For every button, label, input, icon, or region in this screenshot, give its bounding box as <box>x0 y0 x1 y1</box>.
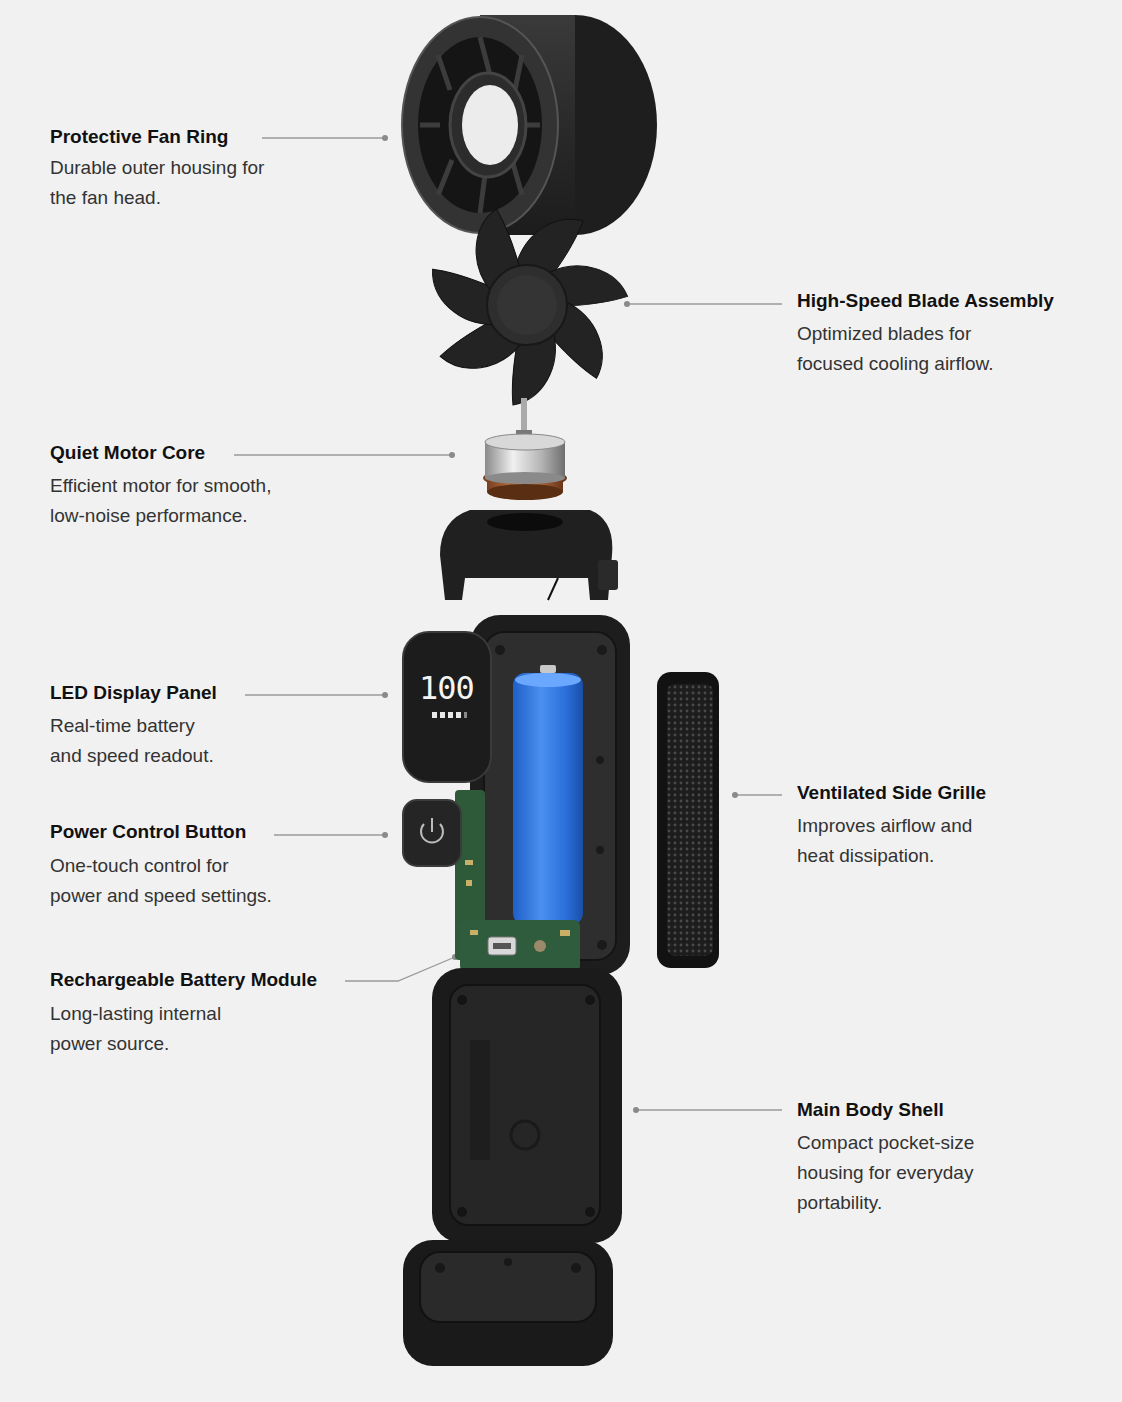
fan-ring <box>402 15 657 235</box>
bottom-cap <box>403 1240 613 1366</box>
motor <box>483 398 567 500</box>
part-name: Rechargeable Battery Module <box>50 967 317 993</box>
side-grille <box>657 672 719 968</box>
body-shell <box>432 968 622 1243</box>
part-name: Power Control Button <box>50 819 246 845</box>
part-name: Main Body Shell <box>797 1097 944 1123</box>
battery-cell <box>513 665 583 925</box>
part-name: LED Display Panel <box>50 680 217 706</box>
part-description: Long-lasting internal power source. <box>50 999 250 1059</box>
leader-lines <box>234 138 782 1110</box>
display-readout: 100 <box>419 668 474 708</box>
part-description: Efficient motor for smooth, low-noise pe… <box>50 471 310 531</box>
part-name: Ventilated Side Grille <box>797 780 986 806</box>
part-description: Compact pocket-size housing for everyday… <box>797 1128 992 1218</box>
part-description: Real-time battery and speed readout. <box>50 711 230 771</box>
part-name: Protective Fan Ring <box>50 124 228 150</box>
power-button <box>403 800 461 866</box>
fan-blades <box>431 208 629 407</box>
part-description: Durable outer housing for the fan head. <box>50 153 265 213</box>
circuit-board <box>455 790 580 972</box>
display-panel <box>403 632 491 782</box>
part-name: Quiet Motor Core <box>50 440 205 466</box>
part-name: High-Speed Blade Assembly <box>797 288 1054 314</box>
part-description: Optimized blades for focused cooling air… <box>797 319 1027 379</box>
part-description: Improves airflow and heat dissipation. <box>797 811 982 871</box>
part-description: One-touch control for power and speed se… <box>50 851 285 911</box>
leader-dots <box>382 135 738 1113</box>
top-cap <box>440 510 618 600</box>
